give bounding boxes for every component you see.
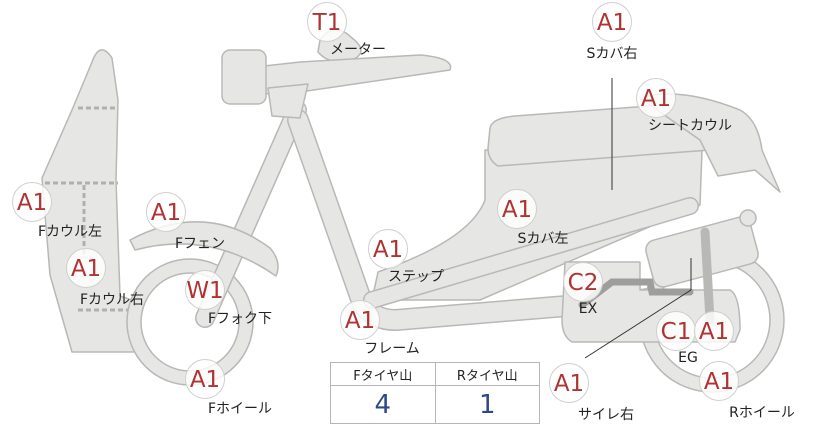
f-fender-code[interactable]: A1	[146, 192, 186, 232]
front-fender-shape	[129, 221, 279, 277]
step-code[interactable]: A1	[368, 229, 408, 269]
f-wheel-label: Fホイール	[207, 401, 273, 417]
meter-code[interactable]: T1	[307, 2, 347, 42]
side-cover-shape	[371, 149, 703, 301]
s-cover-left-code[interactable]: A1	[497, 189, 537, 229]
f-fork-lower-code[interactable]: W1	[185, 270, 225, 310]
f-cowl-right-label: Fカウル右	[79, 292, 145, 308]
muffler-right-code[interactable]: A1	[549, 363, 589, 403]
front-tread-header: Fタイヤ山	[330, 362, 436, 386]
rear-strut	[700, 227, 715, 325]
r-wheel-label: Rホイール	[729, 405, 795, 421]
f-cowl-left-label: Fカウル左	[37, 224, 103, 240]
r-wheel-code[interactable]: A1	[699, 361, 739, 401]
engine-code[interactable]: C1	[656, 311, 696, 351]
s-cover-right-code[interactable]: A1	[592, 2, 632, 42]
f-cowl-right-code[interactable]: A1	[66, 248, 106, 288]
muffler-right-label: サイレ右	[578, 407, 634, 423]
engine-second-code[interactable]: A1	[694, 311, 734, 351]
front-tread-value[interactable]: 4	[330, 385, 436, 424]
s-cover-right-label: Sカバ右	[586, 46, 638, 62]
fork-top-shape	[267, 83, 309, 119]
f-fender-label: Fフェン	[174, 236, 226, 252]
tire-tread-header-row: Fタイヤ山 Rタイヤ山	[330, 362, 540, 386]
engine-label: EG	[678, 350, 698, 366]
s-cover-left-label: Sカバ左	[517, 231, 569, 247]
exhaust-pipe	[578, 278, 694, 309]
tire-tread-table: Fタイヤ山 Rタイヤ山 4 1	[330, 362, 540, 424]
muffler-end	[739, 209, 757, 227]
seat-cowl-code[interactable]: A1	[636, 78, 676, 118]
rear-tread-value[interactable]: 1	[434, 385, 540, 424]
exhaust-label: EX	[578, 301, 598, 317]
frame-label: フレーム	[364, 341, 420, 357]
seat-cowl-label: シートカウル	[648, 118, 732, 134]
step-label: ステップ	[388, 269, 444, 285]
headlight-shape	[221, 49, 267, 105]
f-wheel-code[interactable]: A1	[185, 359, 225, 399]
rear-frame-fill	[364, 198, 698, 308]
meter-label: メーター	[330, 42, 386, 58]
rear-tread-header: Rタイヤ山	[434, 362, 540, 386]
tire-tread-value-row: 4 1	[330, 385, 540, 424]
frame-code[interactable]: A1	[340, 300, 380, 340]
exhaust-code[interactable]: C2	[563, 262, 603, 302]
f-cowl-left-code[interactable]: A1	[12, 182, 52, 222]
leader-muffler-right	[584, 289, 692, 359]
f-fork-lower-label: Fフォク下	[207, 311, 273, 327]
